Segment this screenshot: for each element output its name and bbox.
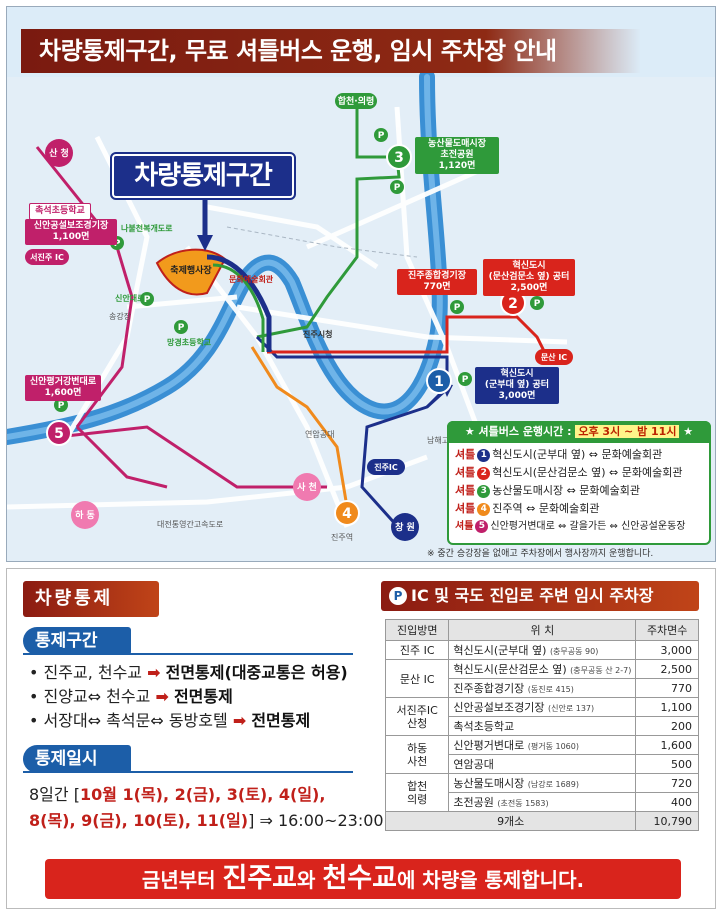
table-row: 진주종합경기장 (동진로 415)770 xyxy=(386,678,699,698)
zone-row-2: • 진양교⇔ 천수교 ➡ 전면통제 xyxy=(29,687,233,706)
dest-changwon xyxy=(391,513,419,541)
marker-3: 3 xyxy=(386,144,412,170)
col-direction: 진입방면 xyxy=(384,619,450,641)
shuttle-header: ★ 셔틀버스 운행시간 : 오후 3시 ~ 밤 11시 ★ xyxy=(447,421,711,443)
tag-jinju-ic: 진주IC xyxy=(367,459,405,475)
table-header-row: 진입방면 위 치 주차면수 xyxy=(384,619,699,641)
svg-text:진주IC: 진주IC xyxy=(374,462,398,472)
parking-icons xyxy=(54,128,564,412)
tag-seojinju-ic: 서진주 IC xyxy=(25,249,69,265)
label-sacheon: 사 천 xyxy=(297,481,317,493)
svg-text:P: P xyxy=(394,183,401,193)
box-hyeoksin2: 혁신도시 (문산검문소 옆) 공터 2,500면 xyxy=(483,259,575,296)
svg-text:P: P xyxy=(114,239,121,249)
zone-row-3: • 서장대⇔ 촉석문⇔ 동방호텔 ➡ 전면통제 xyxy=(29,711,311,730)
svg-text:P: P xyxy=(454,303,461,313)
svg-text:P: P xyxy=(534,299,541,309)
marker-1: 1 xyxy=(426,368,452,394)
box-chokseok: 촉석초등학교 xyxy=(29,203,91,220)
svg-text:5: 5 xyxy=(54,426,64,442)
route-4-line xyxy=(250,346,349,508)
map-title: 차량통제구간, 무료 셔틀버스 운행, 임시 주차장 안내 xyxy=(21,29,641,73)
date-line-1: 8일간 [10월 1(목), 2(금), 3(토), 4(일), xyxy=(29,785,326,804)
label-station: 진주역 xyxy=(331,532,353,542)
box-sinpyeong: 신안평거강변대로 1,600면 xyxy=(25,375,101,401)
date-subheading: 통제일시 xyxy=(23,745,131,773)
label-yeonam: 연암공대 xyxy=(305,429,334,439)
controlled-road xyxy=(206,254,272,352)
zone-subheading-rule xyxy=(23,653,353,655)
label-hadong: 하 동 xyxy=(75,509,95,521)
info-section: 차량통제 통제구간 • 진주교, 천수교 ➡ 전면통제(대중교통은 허용) • … xyxy=(6,568,716,909)
marker-5: 5 xyxy=(46,420,72,446)
svg-text:2: 2 xyxy=(508,296,518,312)
col-count: 주차면수 xyxy=(635,619,699,641)
box-sinan-field: 신안공설보조경기장 1,100면 xyxy=(25,219,117,245)
control-title: 차량통제 xyxy=(23,581,159,617)
label-gangnam: 망경초등학교 xyxy=(167,337,212,347)
svg-text:P: P xyxy=(378,131,385,141)
svg-text:3: 3 xyxy=(394,150,404,166)
label-changwon: 창 원 xyxy=(395,521,415,533)
label-festival: 축제행사장 xyxy=(170,264,212,276)
zone-subheading: 통제구간 xyxy=(23,627,131,655)
dest-sacheon xyxy=(293,473,321,501)
svg-text:4: 4 xyxy=(342,506,352,522)
route-2-line xyxy=(267,315,549,358)
tag-munsan-ic: 문산 IC xyxy=(535,349,573,365)
svg-text:서진주 IC: 서진주 IC xyxy=(30,252,64,262)
festival-area xyxy=(155,248,227,296)
box-nongsan: 농산물도매시장 초전공원 1,120면 xyxy=(415,137,499,174)
dest-hadong xyxy=(71,501,99,529)
route-map: 1 2 3 4 5 P P P P P P P P xyxy=(6,6,716,562)
zone-label: 차량통제구간 xyxy=(110,152,296,200)
svg-text:P: P xyxy=(178,323,185,333)
date-line-2: 8(목), 9(금), 10(토), 11(일)] ⇒ 16:00~23:00 xyxy=(29,811,384,830)
label-songgang: 송강장 xyxy=(109,311,132,321)
label-hapcheon: 합천·의령 xyxy=(338,95,375,107)
zone-row-1: • 진주교, 천수교 ➡ 전면통제(대중교통은 허용) xyxy=(29,663,348,682)
svg-text:P: P xyxy=(58,401,65,411)
box-jinju-stadium: 진주종합경기장 770면 xyxy=(397,269,477,295)
svg-text:P: P xyxy=(144,295,151,305)
label-sinan-bridge: 신안대로 xyxy=(115,293,145,303)
box-hyeoksin1: 혁신도시 (군부대 옆) 공터 3,000면 xyxy=(475,367,559,404)
dest-sancheong xyxy=(45,139,73,167)
dest-hapcheon xyxy=(335,93,377,109)
label-nagri: 나불천복개도로 xyxy=(121,223,173,233)
svg-text:P: P xyxy=(462,375,469,385)
bottom-banner: 금년부터 진주교와 천수교에 차량을 통제합니다. xyxy=(45,859,681,899)
svg-text:문산 IC: 문산 IC xyxy=(541,352,567,362)
label-sancheong: 산 청 xyxy=(49,147,69,159)
svg-text:1: 1 xyxy=(434,374,444,390)
shuttle-note: ※ 중간 승강장을 없애고 주차장에서 행사장까지 운행합니다. xyxy=(427,549,654,559)
col-location: 위 치 xyxy=(448,619,637,641)
route-3-line xyxy=(256,102,401,339)
label-city-hall: 진주시청 xyxy=(303,329,332,339)
date-subheading-rule xyxy=(23,771,353,773)
label-highway: 대전통영간고속도로 xyxy=(157,519,223,529)
label-arts-center: 문화예술회관 xyxy=(229,274,274,284)
parking-p-icon: P xyxy=(389,587,407,605)
marker-4: 4 xyxy=(334,500,360,526)
